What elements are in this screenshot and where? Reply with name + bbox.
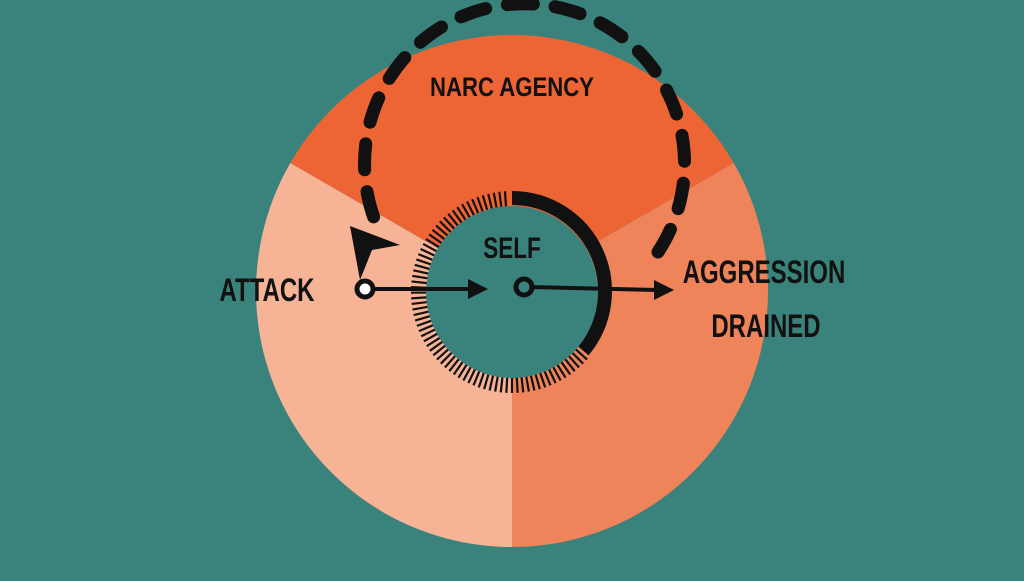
hatch-tick <box>483 372 490 390</box>
hatch-tick <box>412 305 430 311</box>
hatch-tick <box>426 336 442 348</box>
hatch-tick <box>492 192 498 210</box>
hatch-tick <box>505 375 509 393</box>
hatch-tick <box>481 194 489 212</box>
hatch-tick <box>524 374 530 392</box>
cycle-arrowhead-icon <box>350 226 400 280</box>
hatch-tick <box>443 216 457 231</box>
hatch-tick <box>447 213 460 228</box>
sector-narc-agency <box>290 35 734 291</box>
attack-origin-node <box>354 278 376 300</box>
hatch-tick <box>456 206 468 222</box>
label-self: SELF <box>483 231 540 265</box>
hatch-tick <box>466 201 476 218</box>
hatch-tick <box>559 360 572 376</box>
hatch-tick <box>487 193 494 211</box>
hatch-tick <box>488 373 495 391</box>
hatch-tick <box>542 369 552 386</box>
hatch-tick <box>499 375 504 393</box>
label-aggression: AGGRESSION <box>683 254 846 290</box>
hatch-tick <box>555 362 567 379</box>
aggression-arrowhead-icon <box>654 280 674 300</box>
hatch-tick <box>467 367 477 384</box>
hatch-tick <box>411 280 429 285</box>
label-narc-agency: NARC AGENCY <box>430 73 594 103</box>
hatch-tick <box>547 367 557 384</box>
hatch-tick <box>448 357 461 372</box>
hatch-tick <box>534 372 541 390</box>
hatch-tick <box>494 374 500 392</box>
hatch-tick <box>413 310 431 317</box>
hatch-tick <box>420 248 437 258</box>
hatch-tick <box>439 220 453 235</box>
hatch-tick <box>416 319 434 327</box>
hatch-tick <box>538 370 547 388</box>
hatch-tick <box>436 347 451 361</box>
hatch-tick <box>462 365 473 382</box>
hatch-tick <box>472 369 482 386</box>
hatch-tick <box>418 323 435 333</box>
hatch-tick <box>429 340 445 352</box>
hatch-tick <box>416 258 433 266</box>
hatch-tick <box>477 370 486 388</box>
label-attack: ATTACK <box>219 272 315 308</box>
label-drained: DRAINED <box>711 308 820 344</box>
hatch-tick <box>432 343 448 357</box>
hatch-tick <box>417 253 435 262</box>
hatch-tick <box>413 269 431 276</box>
hatch-tick <box>411 300 429 306</box>
hatch-tick <box>461 203 472 220</box>
self-circle <box>426 206 598 378</box>
hatch-tick <box>425 238 442 249</box>
hatch-tick <box>566 354 580 369</box>
dashed-cycle-arrow <box>358 0 692 259</box>
hatch-tick <box>551 365 562 382</box>
hatch-tick <box>435 224 450 238</box>
hatch-tick <box>573 347 588 361</box>
hatch-tick <box>431 228 447 242</box>
hatched-ring <box>410 191 588 393</box>
hatch-tick <box>451 209 464 225</box>
hatch-tick <box>570 350 584 365</box>
hatch-tick <box>498 191 503 209</box>
hatch-tick <box>457 362 469 379</box>
hatch-tick <box>476 196 485 214</box>
hatch-tick <box>503 191 508 209</box>
hatch-tick <box>423 332 440 343</box>
hatch-tick <box>412 274 430 280</box>
hatch-tick <box>440 350 454 365</box>
hatch-tick <box>444 354 458 369</box>
hatch-tick <box>414 263 432 271</box>
hatch-tick <box>529 373 536 391</box>
hatch-tick <box>411 296 429 300</box>
hatch-tick <box>414 314 432 322</box>
hatch-tick <box>471 198 480 216</box>
self-node <box>513 276 535 298</box>
aggression-arrow <box>529 285 659 292</box>
hatch-tick <box>428 233 444 245</box>
hatch-tick <box>422 242 439 254</box>
attack-arrowhead-icon <box>468 279 488 299</box>
solid-ring-arc <box>511 191 612 356</box>
hatch-tick <box>563 357 576 372</box>
hatch-tick <box>452 360 465 376</box>
hatch-tick <box>520 375 525 393</box>
hatch-tick <box>420 327 437 338</box>
hatch-tick <box>515 375 519 393</box>
